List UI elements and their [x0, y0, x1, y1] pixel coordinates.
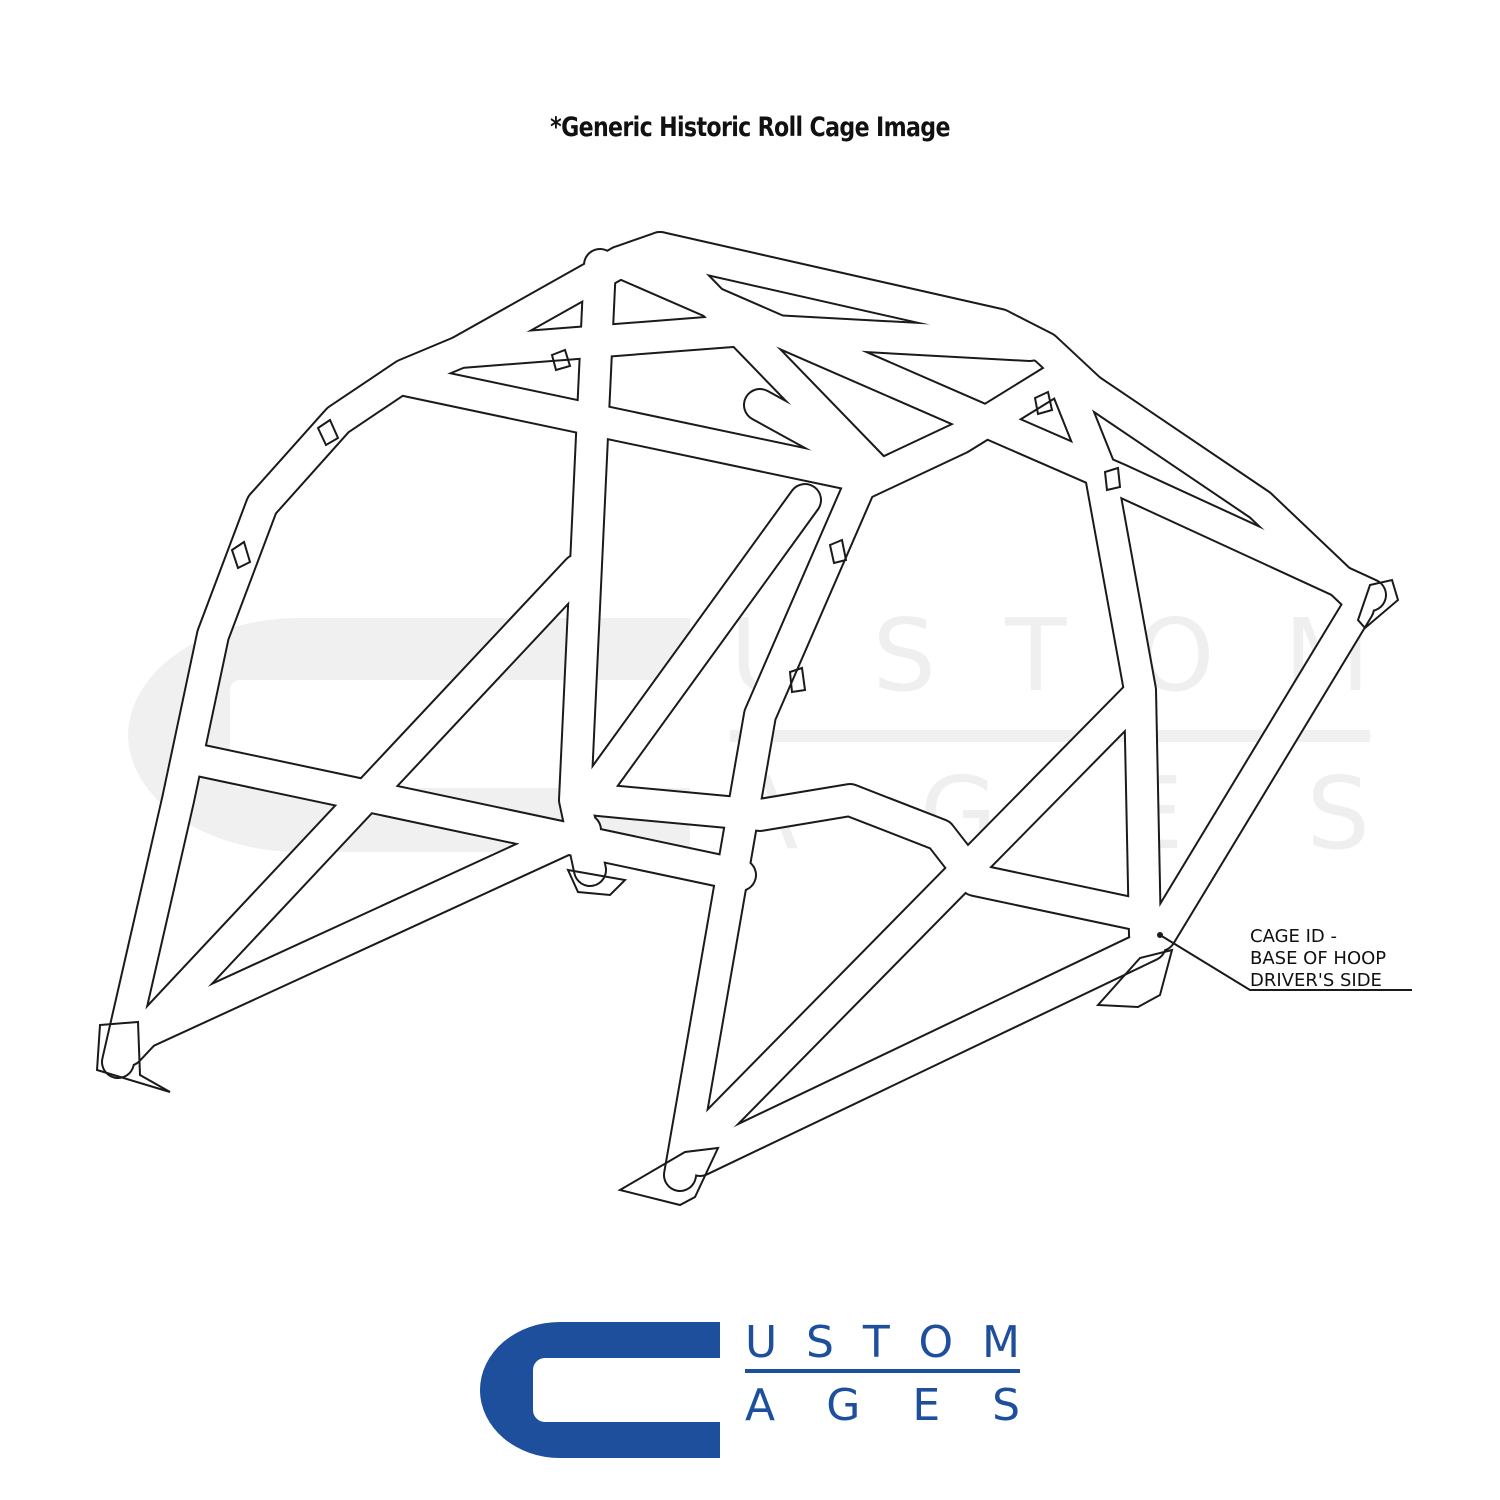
mounting-feet [95, 578, 1400, 1207]
callout-line-3: DRIVER'S SIDE [1250, 970, 1382, 991]
custom-cages-logo: USTOM AGES [480, 1317, 1020, 1458]
foot-plate-front-left [95, 1020, 171, 1093]
diagram-title: *Generic Historic Roll Cage Image [550, 112, 950, 143]
cage-id-callout: CAGE ID - BASE OF HOOP DRIVER'S SIDE [1157, 926, 1412, 991]
cage-tubes-fill [103, 233, 1385, 1190]
foot-plate-rear-stay [1356, 578, 1400, 630]
logo-divider [745, 1369, 1020, 1373]
callout-line-1: CAGE ID - [1250, 926, 1337, 947]
logo-line1: USTOM [745, 1317, 1020, 1368]
gusset-tabs [230, 348, 1122, 694]
foot-plate-rear-right [1095, 948, 1174, 1009]
watermark-line1: USTOM [730, 597, 1370, 714]
foot-plate-rear-left [566, 868, 628, 897]
callout-line-2: BASE OF HOOP [1250, 948, 1386, 969]
logo-c-mark [480, 1322, 720, 1458]
logo-line2: AGES [745, 1380, 1020, 1431]
foot-plate-front-right [617, 1146, 720, 1207]
